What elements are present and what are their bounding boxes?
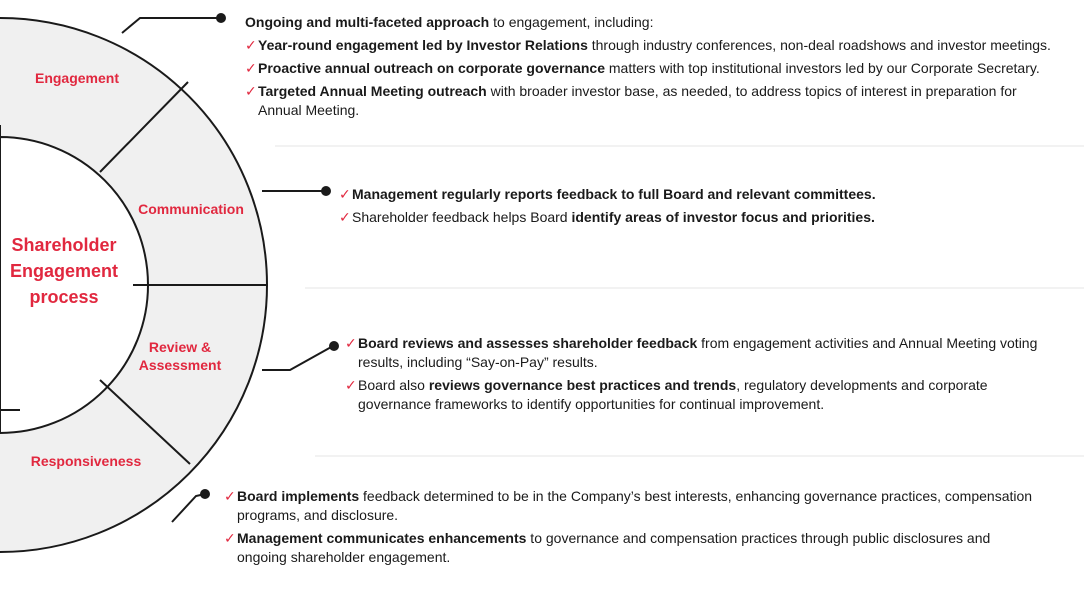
communication-item-1: ✓Management regularly reports feedback t… bbox=[339, 185, 876, 204]
item-bold: Management regularly reports feedback to… bbox=[352, 186, 876, 202]
segment-label-line: Assessment bbox=[138, 357, 222, 373]
check-icon: ✓ bbox=[339, 209, 351, 225]
center-title-line: process bbox=[29, 287, 99, 307]
intro-bold: Ongoing and multi-faceted approach bbox=[245, 14, 490, 30]
connector-dot-engagement bbox=[216, 13, 226, 23]
engagement-item-2: ✓Proactive annual outreach on corporate … bbox=[245, 59, 1051, 78]
review-details: ✓Board reviews and assesses shareholder … bbox=[345, 334, 1037, 418]
item-bold: reviews governance best practices and tr… bbox=[428, 377, 737, 393]
item-bold: Proactive annual outreach on corporate g… bbox=[258, 60, 605, 76]
item-rest: from engagement activities and Annual Me… bbox=[697, 335, 1038, 351]
connector-responsiveness bbox=[171, 493, 206, 523]
inner-disk bbox=[0, 135, 149, 435]
connector-dot-communication bbox=[321, 186, 331, 196]
segment-label-line: Communication bbox=[138, 201, 244, 217]
check-icon: ✓ bbox=[339, 186, 351, 202]
review-item-1: ✓Board reviews and assesses shareholder … bbox=[345, 334, 1037, 372]
item-pre: Shareholder feedback helps Board bbox=[352, 209, 572, 225]
check-icon: ✓ bbox=[245, 83, 257, 99]
segment-label-line: Responsiveness bbox=[30, 453, 142, 469]
communication-details: ✓Management regularly reports feedback t… bbox=[339, 185, 876, 231]
item-rest: feedback determined to be in the Company… bbox=[359, 488, 1033, 504]
divider-review-responsiveness bbox=[99, 379, 191, 465]
intro-rest: to engagement, including: bbox=[489, 14, 654, 30]
item-continuation: governance frameworks to identify opport… bbox=[358, 396, 825, 412]
segment-label-responsiveness: Responsiveness bbox=[20, 452, 152, 470]
connector-dot-responsiveness bbox=[200, 489, 210, 499]
divider-engagement-communication bbox=[99, 81, 189, 173]
check-icon: ✓ bbox=[345, 377, 357, 393]
item-rest: matters with top institutional investors… bbox=[605, 60, 1040, 76]
review-item-2: ✓Board also reviews governance best prac… bbox=[345, 376, 1037, 414]
check-icon: ✓ bbox=[224, 530, 236, 546]
check-icon: ✓ bbox=[345, 335, 357, 351]
item-continuation: programs, and disclosure. bbox=[237, 507, 399, 523]
item-bold: identify areas of investor focus and pri… bbox=[571, 209, 875, 225]
item-bold: Board implements bbox=[237, 488, 360, 504]
engagement-details: Ongoing and multi-faceted approach to en… bbox=[245, 13, 1051, 124]
responsiveness-details: ✓Board implements feedback determined to… bbox=[224, 487, 1032, 571]
item-continuation: Annual Meeting. bbox=[258, 102, 360, 118]
center-title-line: Engagement bbox=[9, 261, 119, 281]
item-pre: Board also bbox=[358, 377, 429, 393]
item-bold: Board reviews and assesses shareholder f… bbox=[358, 335, 698, 351]
engagement-item-3: ✓Targeted Annual Meeting outreach with b… bbox=[245, 82, 1051, 120]
connector-dot-review bbox=[329, 341, 339, 351]
item-rest: with broader investor base, as needed, t… bbox=[486, 83, 1017, 99]
responsiveness-item-2: ✓Management communicates enhancements to… bbox=[224, 529, 1032, 567]
segment-label-communication: Communication bbox=[128, 200, 254, 218]
item-bold: Year-round engagement led by Investor Re… bbox=[258, 37, 588, 53]
item-bold: Targeted Annual Meeting outreach bbox=[258, 83, 487, 99]
item-continuation: results, including “Say-on-Pay” results. bbox=[358, 354, 598, 370]
segment-label-engagement: Engagement bbox=[22, 69, 132, 87]
check-icon: ✓ bbox=[224, 488, 236, 504]
segment-label-line: Review & bbox=[148, 339, 212, 355]
check-icon: ✓ bbox=[245, 37, 257, 53]
communication-item-2: ✓Shareholder feedback helps Board identi… bbox=[339, 208, 876, 227]
segment-label-line: Engagement bbox=[34, 70, 119, 86]
center-title-line: Shareholder bbox=[11, 235, 117, 255]
item-continuation: ongoing shareholder engagement. bbox=[237, 549, 451, 565]
check-icon: ✓ bbox=[245, 60, 257, 76]
engagement-item-1: ✓Year-round engagement led by Investor R… bbox=[245, 36, 1051, 55]
connector-engagement bbox=[121, 17, 220, 34]
item-rest: to governance and compensation practices… bbox=[526, 530, 991, 546]
segment-label-review-assessment: Review & Assessment bbox=[128, 338, 232, 374]
item-rest: , regulatory developments and corporate bbox=[736, 377, 988, 393]
responsiveness-item-1: ✓Board implements feedback determined to… bbox=[224, 487, 1032, 525]
center-title: Shareholder Engagement process bbox=[0, 232, 128, 310]
engagement-intro: Ongoing and multi-faceted approach to en… bbox=[245, 13, 1051, 32]
connector-review bbox=[262, 345, 334, 371]
item-bold: Management communicates enhancements bbox=[237, 530, 527, 546]
item-rest: through industry conferences, non-deal r… bbox=[587, 37, 1051, 53]
